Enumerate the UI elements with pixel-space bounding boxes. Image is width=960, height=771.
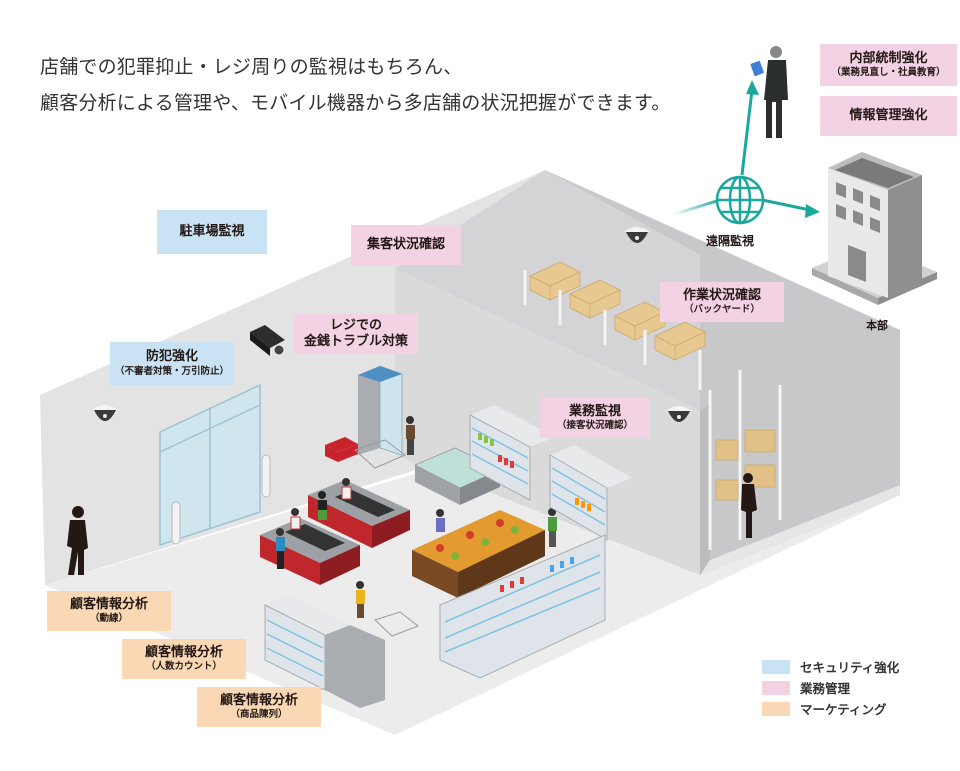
label-customer-flow-title: 顧客情報分析 — [69, 596, 148, 612]
partition-side — [700, 405, 710, 575]
dome-camera-store-icon — [666, 406, 692, 422]
label-people-count-title: 顧客情報分析 — [144, 644, 223, 660]
product-shelves — [264, 405, 632, 708]
remote-monitoring-label: 遠隔監視 — [706, 234, 755, 248]
headquarters-label: 本部 — [866, 319, 888, 332]
refrigerator — [358, 365, 403, 456]
label-customer-flow: 顧客情報分析 （動線） — [47, 591, 171, 631]
headline-line-1: 店舗での犯罪抑止・レジ周りの監視はもちろん、 — [40, 56, 463, 78]
label-register-trouble-line1: レジでの — [329, 317, 382, 333]
shopping-baskets — [325, 437, 358, 462]
shopping-cart — [354, 439, 420, 637]
label-service-monitoring-sub: （接客状況確認） — [556, 420, 633, 432]
remote-network — [671, 80, 820, 218]
dome-camera-entrance-icon — [92, 405, 118, 421]
backyard-racks — [523, 261, 782, 550]
label-parking-monitoring: 駐車場監視 — [157, 210, 267, 254]
legend-label-security: セキュリティ強化 — [800, 660, 900, 675]
label-customer-traffic: 集客状況確認 — [351, 225, 461, 265]
box-camera-register-icon — [250, 325, 285, 356]
legend-swatch-business — [762, 680, 790, 695]
checkout-counters — [260, 480, 410, 585]
legend-item-business: 業務管理 — [762, 677, 899, 698]
label-service-monitoring: 業務監視 （接客状況確認） — [540, 398, 650, 438]
label-crime-prevention-sub: （不審者対策・万引防止） — [114, 365, 229, 377]
hq-box-internal-control-sub: （業務見直し・社員教育） — [831, 67, 946, 79]
legend-swatch-security — [762, 659, 790, 674]
label-register-trouble: レジでの 金銭トラブル対策 — [294, 314, 418, 354]
label-work-status-sub: （バックヤード） — [683, 304, 760, 316]
hq-box-internal-control-title: 内部統制強化 — [849, 50, 928, 66]
label-crime-prevention: 防犯強化 （不審者対策・万引防止） — [110, 342, 234, 385]
hq-box-info-management-title: 情報管理強化 — [849, 107, 928, 123]
hq-box-info-management: 情報管理強化 — [820, 96, 957, 136]
legend: セキュリティ強化 業務管理 マーケティング — [762, 656, 899, 719]
label-customer-flow-sub: （動線） — [89, 613, 128, 625]
headquarters-building-icon — [812, 152, 937, 305]
produce-stand — [412, 510, 545, 598]
legend-item-marketing: マーケティング — [762, 698, 899, 719]
label-register-trouble-line2: 金銭トラブル対策 — [303, 334, 408, 349]
legend-item-security: セキュリティ強化 — [762, 656, 899, 677]
label-work-status-title: 作業状況確認 — [682, 287, 761, 303]
backyard-floor — [700, 485, 900, 575]
label-product-display-title: 顧客情報分析 — [219, 692, 298, 708]
label-product-display: 顧客情報分析 （商品陳列） — [197, 687, 321, 727]
intruder-silhouette-icon — [67, 506, 88, 575]
entrance-door — [159, 383, 271, 547]
label-service-monitoring-title: 業務監視 — [568, 403, 621, 419]
label-product-display-sub: （商品陳列） — [230, 709, 288, 721]
shoppers — [276, 416, 557, 618]
legend-label-business: 業務管理 — [800, 681, 851, 696]
backyard-back-wall — [545, 170, 900, 575]
label-crime-prevention-title: 防犯強化 — [145, 349, 198, 365]
hq-box-internal-control: 内部統制強化 （業務見直し・社員教育） — [820, 44, 957, 86]
backyard-worker-icon — [741, 473, 757, 538]
legend-swatch-marketing — [762, 701, 790, 716]
label-people-count-sub: （人数カウント） — [145, 661, 222, 673]
label-customer-traffic-title: 集客状況確認 — [366, 236, 445, 252]
legend-label-marketing: マーケティング — [800, 702, 887, 717]
dome-camera-backyard-icon — [624, 227, 650, 243]
globe-icon — [715, 175, 765, 225]
manager-with-tablet-icon — [750, 46, 788, 138]
label-work-status: 作業状況確認 （バックヤード） — [660, 282, 784, 322]
headline-line-2: 顧客分析による管理や、モバイル機器から多店舗の状況把握ができます。 — [40, 92, 671, 114]
label-parking-monitoring-title: 駐車場監視 — [179, 223, 245, 239]
label-people-count: 顧客情報分析 （人数カウント） — [122, 639, 246, 679]
